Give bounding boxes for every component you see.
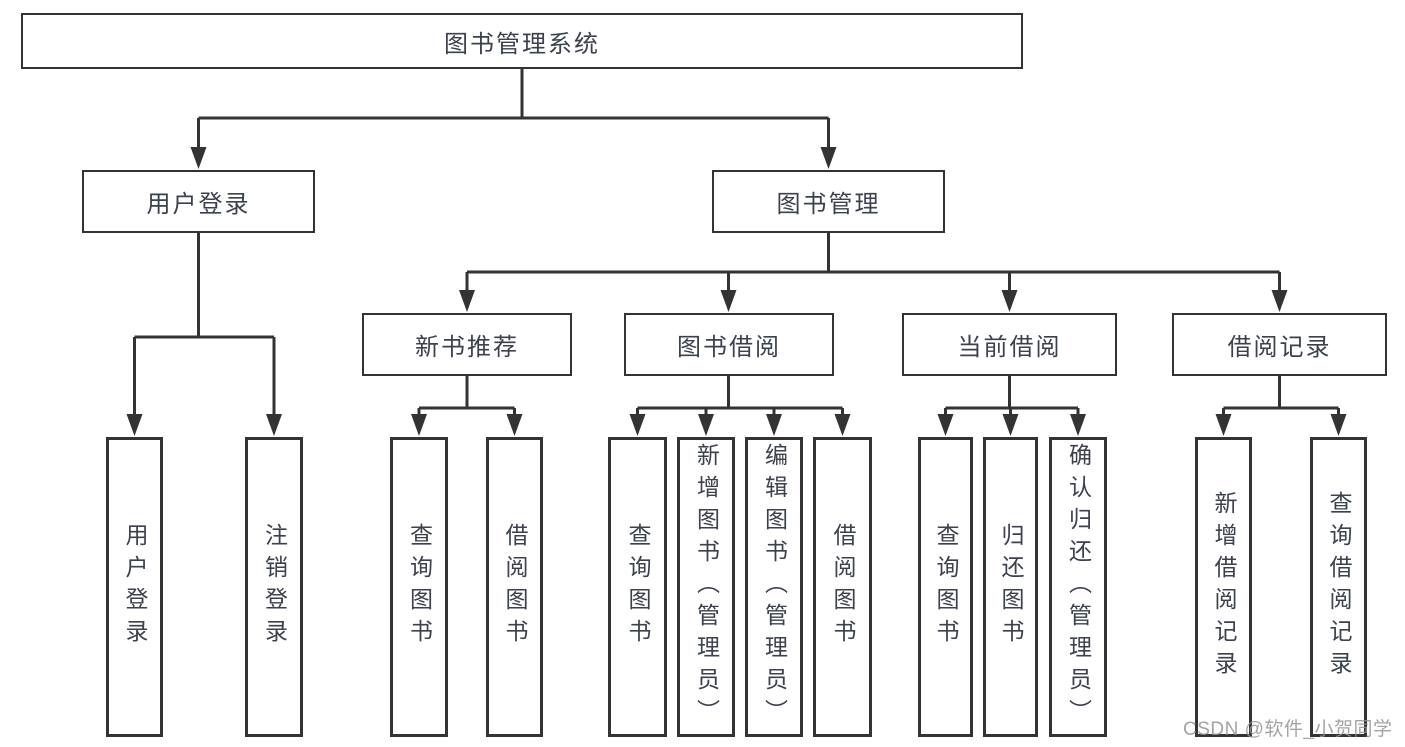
node-user-login-label: 用户登录 <box>146 191 251 218</box>
leaf-borrow-books-recommend-label: 借阅图书 <box>502 523 528 651</box>
leaf-query-books-borrowing-label: 查询图书 <box>625 523 651 651</box>
node-book-management: 图书管理 <box>712 170 945 233</box>
leaf-add-books-admin: 新增图书（管理员） <box>677 437 735 737</box>
csdn-watermark: CSDN @软件_小贺同学 <box>1183 719 1393 740</box>
node-book-borrowing-label: 图书借阅 <box>677 334 781 361</box>
node-borrowing-records: 借阅记录 <box>1172 313 1387 376</box>
leaf-confirm-return-admin-label: 确认归还（管理员） <box>1065 443 1092 731</box>
leaf-query-borrow-record-label: 查询借阅记录 <box>1326 491 1352 683</box>
leaf-return-books: 归还图书 <box>983 437 1038 737</box>
leaf-add-borrow-record: 新增借阅记录 <box>1195 437 1252 737</box>
leaf-logout-label: 注销登录 <box>261 523 288 651</box>
node-library-management-system: 图书管理系统 <box>21 13 1023 69</box>
node-book-borrowing: 图书借阅 <box>624 313 834 376</box>
node-new-book-recommend-label: 新书推荐 <box>415 334 519 361</box>
arrowheads <box>126 147 1347 436</box>
leaf-edit-books-admin: 编辑图书（管理员） <box>745 437 803 737</box>
leaf-logout: 注销登录 <box>245 437 303 737</box>
leaf-add-borrow-record-label: 新增借阅记录 <box>1211 491 1237 683</box>
leaf-confirm-return-admin: 确认归还（管理员） <box>1049 437 1107 737</box>
node-book-management-label: 图书管理 <box>776 191 881 218</box>
connector-paths <box>133 69 1340 414</box>
node-current-borrowing-label: 当前借阅 <box>957 334 1062 361</box>
node-user-login: 用户登录 <box>82 170 315 233</box>
leaf-add-books-admin-label: 新增图书（管理员） <box>693 443 720 731</box>
node-current-borrowing: 当前借阅 <box>902 313 1117 376</box>
leaf-query-books-current-label: 查询图书 <box>933 523 959 651</box>
node-library-management-system-label: 图书管理系统 <box>444 30 600 58</box>
leaf-return-books-label: 归还图书 <box>998 523 1024 651</box>
leaf-query-books-recommend-label: 查询图书 <box>406 523 433 651</box>
leaf-query-books-recommend: 查询图书 <box>390 437 448 737</box>
leaf-edit-books-admin-label: 编辑图书（管理员） <box>761 443 788 731</box>
leaf-borrow-books: 借阅图书 <box>813 437 872 737</box>
leaf-borrow-books-label: 借阅图书 <box>830 523 856 651</box>
node-new-book-recommend: 新书推荐 <box>362 313 572 376</box>
leaf-borrow-books-recommend: 借阅图书 <box>486 437 543 737</box>
leaf-query-borrow-record: 查询借阅记录 <box>1310 437 1367 737</box>
leaf-query-books-current: 查询图书 <box>918 437 973 737</box>
leaf-user-login: 用户登录 <box>106 437 163 737</box>
leaf-query-books-borrowing: 查询图书 <box>608 437 667 737</box>
leaf-user-login-label: 用户登录 <box>122 523 148 651</box>
node-borrowing-records-label: 借阅记录 <box>1227 334 1332 361</box>
